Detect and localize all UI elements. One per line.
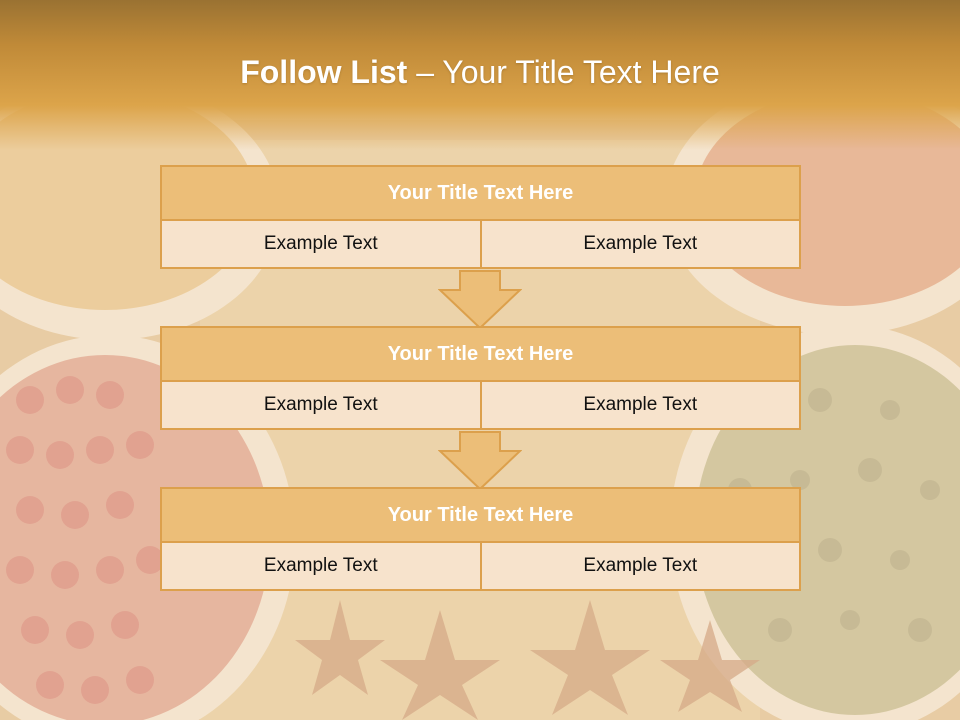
step-row: Example Text Example Text — [160, 541, 801, 591]
step-cell-left: Example Text — [160, 541, 482, 591]
step-header: Your Title Text Here — [160, 165, 801, 221]
step-cell-left: Example Text — [160, 219, 482, 269]
down-arrow-icon — [438, 431, 522, 491]
title-bar — [0, 0, 960, 150]
step-block-3: Your Title Text Here Example Text Exampl… — [160, 487, 801, 591]
step-cell-right: Example Text — [479, 219, 801, 269]
step-cell-left: Example Text — [160, 380, 482, 430]
down-arrow-icon — [438, 270, 522, 330]
step-row: Example Text Example Text — [160, 219, 801, 269]
slide-title-rest: – Your Title Text Here — [416, 54, 720, 90]
step-header: Your Title Text Here — [160, 326, 801, 382]
step-row: Example Text Example Text — [160, 380, 801, 430]
slide-title-bold: Follow List — [240, 54, 408, 90]
step-block-1: Your Title Text Here Example Text Exampl… — [160, 165, 801, 269]
step-header: Your Title Text Here — [160, 487, 801, 543]
step-cell-right: Example Text — [479, 541, 801, 591]
step-block-2: Your Title Text Here Example Text Exampl… — [160, 326, 801, 430]
slide-title: Follow List – Your Title Text Here — [0, 54, 960, 91]
step-cell-right: Example Text — [479, 380, 801, 430]
